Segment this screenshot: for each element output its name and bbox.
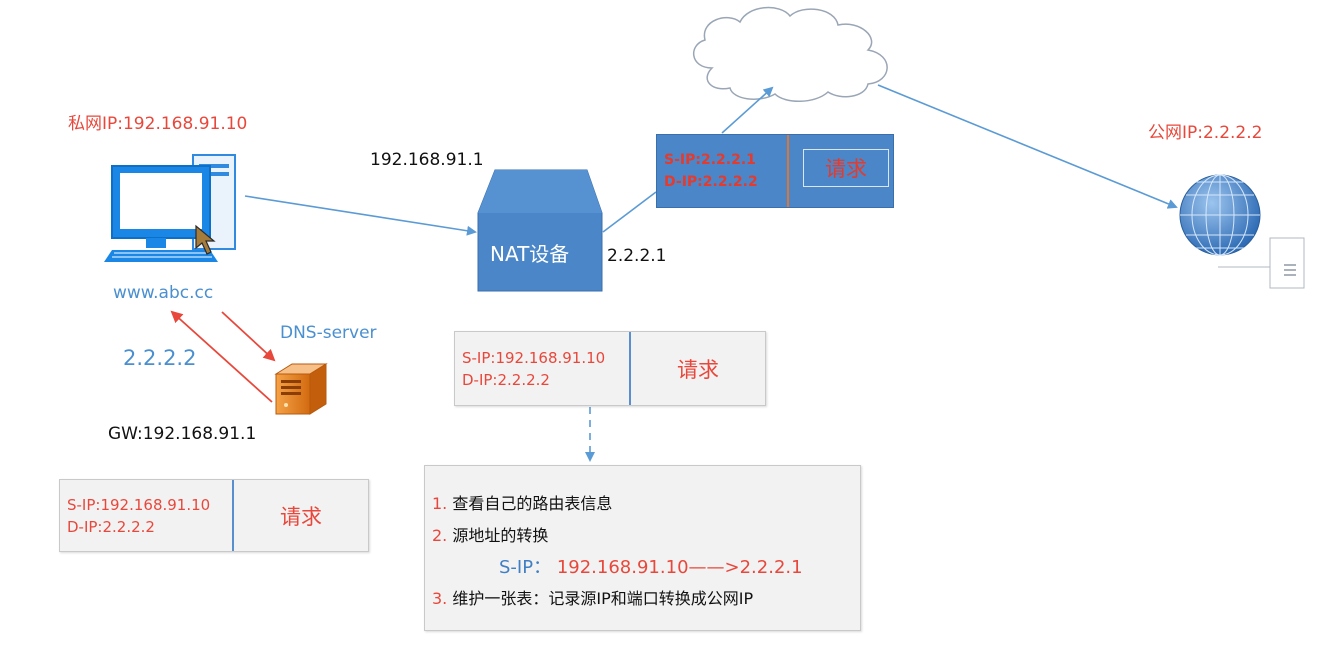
step-text: 源地址的转换 [452,526,549,545]
packet-divider [629,332,631,405]
packet-divider [232,480,234,551]
router-icon [477,169,603,292]
step-number: 2. [432,526,448,545]
packet-dst-ip: D-IP:2.2.2.2 [67,517,155,536]
packet-payload: 请求 [280,504,322,529]
packet-src-ip: S-IP:192.168.91.10 [67,495,211,514]
step-text: 维护一张表：记录源IP和端口转换成公网IP [452,589,754,608]
gateway-label: GW:192.168.91.1 [108,424,257,444]
nat-device-label: NAT设备 [490,242,570,266]
packet-client: S-IP:192.168.91.10 D-IP:2.2.2.2 请求 [59,479,369,552]
step-text: 查看自己的路由表信息 [452,494,613,513]
step-1: 1. 查看自己的路由表信息 [432,490,612,514]
dns-query-arrow [221,311,276,362]
packet-src-ip: S-IP:192.168.91.10 [462,348,606,367]
packet-dst-ip: D-IP:2.2.2.2 [462,370,550,389]
packet-src-ip: S-IP:2.2.2.1 [664,152,756,168]
mouse-cursor-icon [195,224,216,255]
public-ip-label: 公网IP:2.2.2.2 [1148,123,1263,143]
step-number: 1. [432,494,448,513]
packet-payload: 请求 [677,357,719,382]
step-3: 3. 维护一张表：记录源IP和端口转换成公网IP [432,585,753,609]
link-packet-to-cloud [721,86,774,134]
link-cloud-to-server [877,84,1178,209]
packet-divider [787,135,789,207]
packet-before-nat: S-IP:192.168.91.10 D-IP:2.2.2.2 请求 [454,331,766,406]
packet-payload: 请求 [803,149,889,187]
computer-icon [104,154,236,262]
step-number: 3. [432,589,448,608]
link-pc-to-nat [244,195,477,236]
private-ip-label: 私网IP:192.168.91.10 [68,114,248,134]
nat-inner-ip-label: 192.168.91.1 [370,150,484,170]
translation-line: S-IP： 192.168.91.10——>2.2.2.1 [499,553,803,579]
packet-after-nat: S-IP:2.2.2.1 D-IP:2.2.2.2 请求 [656,134,894,208]
cloud-icon [693,6,888,102]
step-2: 2. 源地址的转换 [432,522,548,546]
server-icon [274,363,328,415]
packet-dst-ip: D-IP:2.2.2.2 [664,174,758,190]
nat-steps-box: 1. 查看自己的路由表信息 2. 源地址的转换 S-IP： 192.168.91… [424,465,861,631]
translation-label: S-IP： [499,557,552,578]
link-nat-to-packet [602,191,657,233]
dns-reply-arrow [170,310,273,403]
url-label: www.abc.cc [113,283,214,303]
dns-server-label: DNS-server [280,323,377,343]
nat-outer-ip-label: 2.2.2.1 [607,246,667,266]
web-server-icon [1218,237,1305,289]
dns-answer-label: 2.2.2.2 [123,346,197,370]
translation-value: 192.168.91.10——>2.2.2.1 [556,557,803,578]
globe-icon [1179,174,1261,256]
